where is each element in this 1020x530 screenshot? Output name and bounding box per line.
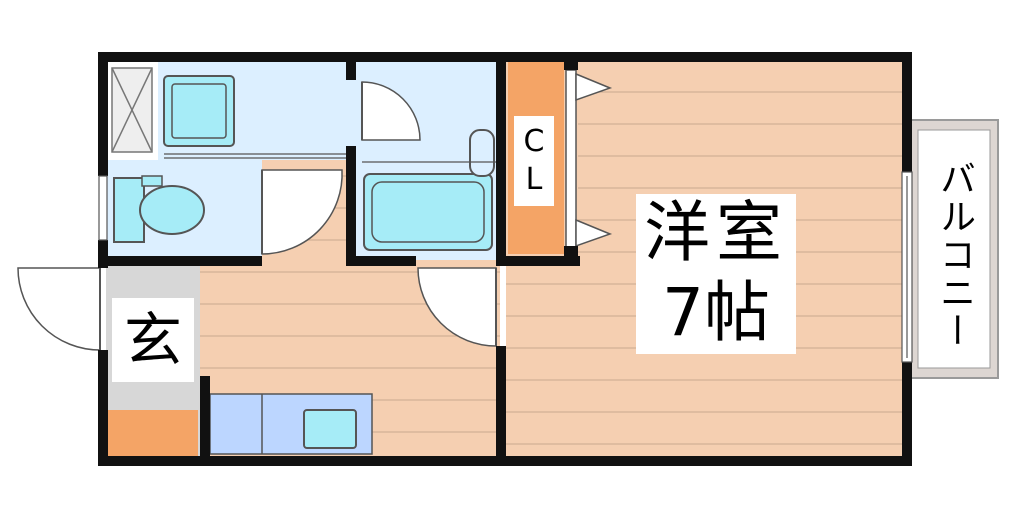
western-room-name: 洋室 — [644, 194, 788, 271]
storage-cross — [111, 67, 153, 153]
washbasin-bowl — [171, 83, 227, 139]
washroom-door-swing — [361, 81, 421, 141]
closet-label: C L — [514, 116, 554, 206]
door-leaves — [99, 82, 497, 350]
walls — [98, 52, 912, 466]
toilet-tank — [113, 177, 145, 243]
windows — [98, 171, 913, 363]
toilet-window — [98, 175, 108, 241]
washroom-partition — [164, 153, 346, 159]
toilet-door-swing — [261, 169, 343, 255]
kitchen-sink — [303, 409, 357, 449]
closet-label-l: L — [525, 162, 543, 197]
bath-faucet — [469, 129, 495, 177]
entrance-label: 玄 — [112, 298, 194, 382]
shoe-cabinet — [108, 410, 198, 456]
bathtub-inner — [371, 181, 485, 243]
balcony-label: バルコニー — [930, 152, 978, 358]
room-door-swing — [417, 267, 497, 347]
closet-label-c: C — [523, 124, 545, 159]
entrance-door-swing — [17, 267, 101, 351]
room-size: 7帖 — [662, 274, 770, 351]
door-swings — [17, 81, 497, 351]
toilet-tank-top — [141, 175, 163, 187]
western-room-label: 洋室 7帖 — [636, 194, 796, 354]
toilet-bowl — [139, 185, 205, 235]
